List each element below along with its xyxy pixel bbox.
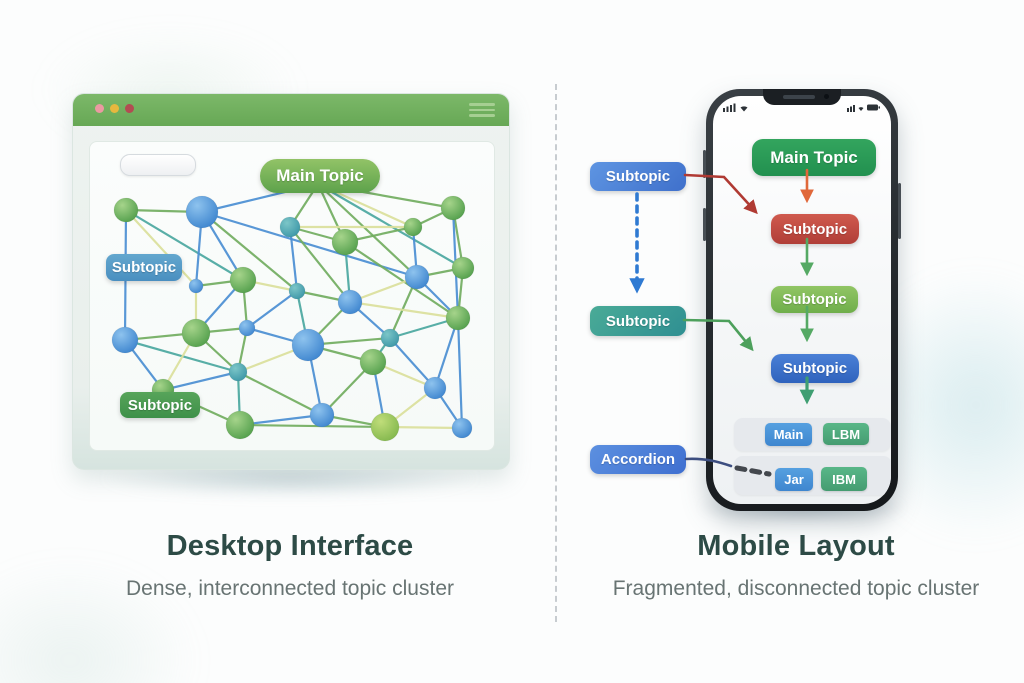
hamburger-menu-icon[interactable] bbox=[469, 103, 495, 117]
phone-power-button bbox=[898, 183, 901, 239]
mobile-caption-title: Mobile Layout bbox=[697, 530, 895, 562]
phone-camera-icon bbox=[824, 94, 829, 99]
subtopic-pill-blue[interactable]: Subtopic bbox=[106, 254, 182, 281]
desktop-caption: Desktop Interface Dense, interconnected … bbox=[40, 530, 540, 601]
phone-volume-button bbox=[703, 150, 706, 178]
browser-titlebar bbox=[73, 94, 509, 126]
phone-notch bbox=[763, 89, 841, 105]
accordion-chip[interactable]: Main bbox=[765, 423, 812, 446]
desktop-caption-title: Desktop Interface bbox=[166, 530, 414, 562]
main-topic-pill[interactable]: Main Topic bbox=[260, 159, 380, 193]
signal-wifi-icon bbox=[723, 103, 748, 112]
browser-content-area: Main Topic Subtopic Subtopic bbox=[89, 141, 495, 451]
phone-subtopic-pill-red[interactable]: Subtopic bbox=[771, 214, 859, 244]
callout-accordion-pill[interactable]: Accordion bbox=[590, 445, 686, 474]
phone-main-topic-pill[interactable]: Main Topic bbox=[752, 139, 876, 176]
window-control-minimize-button[interactable] bbox=[110, 104, 119, 113]
phone-subtopic-pill-blue[interactable]: Subtopic bbox=[771, 354, 859, 383]
phone-screen: Main Topic Subtopic Subtopic Subtopic Ma… bbox=[713, 96, 891, 504]
phone-volume-button bbox=[703, 208, 706, 241]
callout-subtopic-pill-blue[interactable]: Subtopic bbox=[590, 162, 686, 191]
accordion-chip[interactable]: LBM bbox=[823, 423, 869, 445]
phone-mockup: Main Topic Subtopic Subtopic Subtopic Ma… bbox=[703, 89, 901, 511]
accordion-chip[interactable]: IBM bbox=[821, 467, 867, 491]
accordion-row[interactable]: Main LBM bbox=[734, 418, 891, 451]
mobile-caption: Mobile Layout Fragmented, disconnected t… bbox=[576, 530, 1016, 601]
search-input[interactable] bbox=[120, 154, 196, 176]
topic-cluster-graph bbox=[111, 182, 475, 442]
subtopic-pill-green[interactable]: Subtopic bbox=[120, 392, 200, 418]
vertical-dashed-divider bbox=[555, 84, 557, 622]
window-control-close-button[interactable] bbox=[95, 104, 104, 113]
accordion-chip[interactable]: Jar bbox=[775, 468, 813, 491]
desktop-caption-subtitle: Dense, interconnected topic cluster bbox=[125, 577, 454, 600]
accordion-row[interactable]: Jar IBM bbox=[734, 456, 891, 495]
callout-subtopic-pill-teal[interactable]: Subtopic bbox=[590, 306, 686, 336]
browser-window: Main Topic Subtopic Subtopic bbox=[72, 93, 510, 470]
phone-subtopic-pill-green[interactable]: Subtopic bbox=[771, 286, 858, 313]
phone-speaker bbox=[783, 95, 815, 99]
mobile-caption-subtitle: Fragmented, disconnected topic cluster bbox=[612, 577, 980, 600]
signal-battery-icon bbox=[847, 104, 880, 112]
window-control-maximize-button[interactable] bbox=[125, 104, 134, 113]
